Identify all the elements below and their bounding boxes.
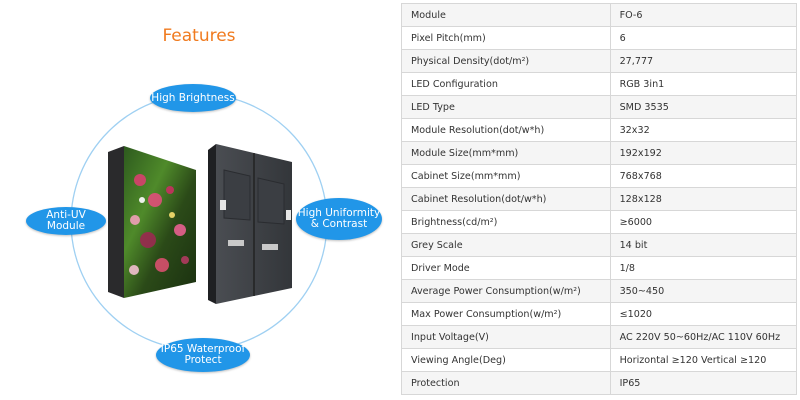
spec-key: LED Type	[401, 95, 611, 119]
spec-row: Pixel Pitch(mm)6	[401, 26, 798, 50]
spec-row: Brightness(cd/m²)≥6000	[401, 210, 798, 234]
feature-high-brightness: High Brightness	[150, 84, 236, 112]
spec-row: Module Size(mm*mm)192x192	[401, 141, 798, 165]
spec-key: Grey Scale	[401, 233, 611, 257]
led-cabinet-image	[108, 144, 292, 304]
features-panel: Features	[0, 0, 398, 400]
spec-row: Cabinet Size(mm*mm)768x768	[401, 164, 798, 188]
spec-row: Input Voltage(V)AC 220V 50~60Hz/AC 110V …	[401, 325, 798, 349]
spec-row: Average Power Consumption(w/m²)350~450	[401, 279, 798, 303]
spec-value: 192x192	[609, 141, 798, 165]
spec-row: Module Resolution(dot/w*h)32x32	[401, 118, 798, 142]
spec-value: 14 bit	[609, 233, 798, 257]
spec-value: ≥6000	[609, 210, 798, 234]
spec-key: Input Voltage(V)	[401, 325, 611, 349]
spec-value: 768x768	[609, 164, 798, 188]
spec-value: 32x32	[609, 118, 798, 142]
spec-key: Physical Density(dot/m²)	[401, 49, 611, 73]
spec-value: AC 220V 50~60Hz/AC 110V 60Hz	[609, 325, 798, 349]
spec-value: FO-6	[609, 3, 798, 27]
spec-value: SMD 3535	[609, 95, 798, 119]
spec-value: IP65	[609, 371, 798, 395]
feature-high-uniformity: High Uniformity & Contrast	[296, 198, 382, 240]
spec-key: Protection	[401, 371, 611, 395]
feature-ip65: IP65 Waterproof Protect	[156, 338, 250, 372]
spec-value: RGB 3in1	[609, 72, 798, 96]
spec-key: Cabinet Resolution(dot/w*h)	[401, 187, 611, 211]
spec-value: ≤1020	[609, 302, 798, 326]
spec-key: LED Configuration	[401, 72, 611, 96]
spec-key: Max Power Consumption(w/m²)	[401, 302, 611, 326]
spec-row: Viewing Angle(Deg)Horizontal ≥120 Vertic…	[401, 348, 798, 372]
spec-row: Max Power Consumption(w/m²)≤1020	[401, 302, 798, 326]
spec-row: Physical Density(dot/m²)27,777	[401, 49, 798, 73]
spec-key: Module Size(mm*mm)	[401, 141, 611, 165]
spec-key: Cabinet Size(mm*mm)	[401, 164, 611, 188]
feature-anti-uv: Anti-UV Module	[26, 207, 106, 235]
spec-key: Average Power Consumption(w/m²)	[401, 279, 611, 303]
features-title: Features	[162, 26, 236, 46]
spec-value: 350~450	[609, 279, 798, 303]
spec-value: 27,777	[609, 49, 798, 73]
spec-value: Horizontal ≥120 Vertical ≥120	[609, 348, 798, 372]
spec-value: 128x128	[609, 187, 798, 211]
spec-value: 6	[609, 26, 798, 50]
spec-key: Viewing Angle(Deg)	[401, 348, 611, 372]
spec-key: Driver Mode	[401, 256, 611, 280]
spec-key: Brightness(cd/m²)	[401, 210, 611, 234]
spec-value: 1/8	[609, 256, 798, 280]
spec-key: Module	[401, 3, 611, 27]
spec-key: Module Resolution(dot/w*h)	[401, 118, 611, 142]
spec-key: Pixel Pitch(mm)	[401, 26, 611, 50]
spec-row: Cabinet Resolution(dot/w*h)128x128	[401, 187, 798, 211]
